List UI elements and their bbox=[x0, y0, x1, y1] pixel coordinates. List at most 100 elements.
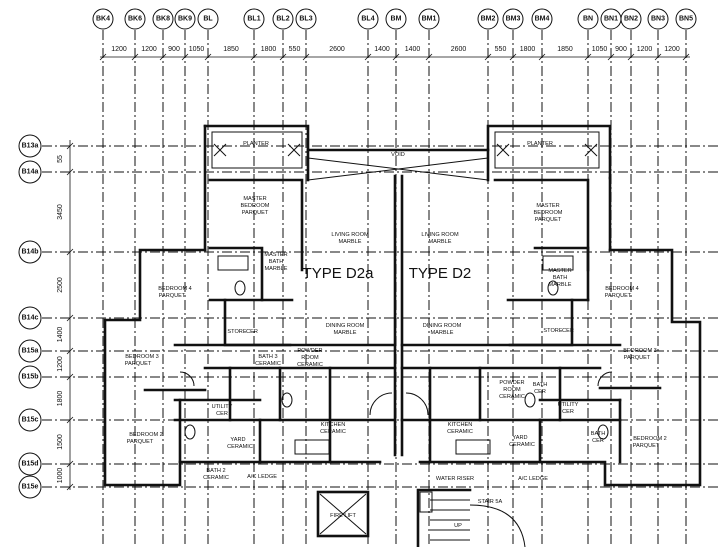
bedroom-4-label: BEDROOM 4 bbox=[158, 286, 192, 292]
column-dimension: 900 bbox=[615, 46, 627, 53]
column-dimension: 1050 bbox=[189, 46, 205, 53]
living-room-finish: MARBLE bbox=[338, 239, 361, 245]
grid-label-bn1: BN1 bbox=[604, 16, 618, 23]
yard-label: YARD bbox=[230, 437, 245, 443]
dining-room-finish-right: MARBLE bbox=[430, 330, 453, 336]
room-labels: PLANTER PLANTER VOID MASTER BEDROOM PARQ… bbox=[125, 141, 667, 529]
grid-bubble-bm bbox=[385, 8, 407, 30]
bedroom-2-finish-right: PARQUET bbox=[633, 443, 660, 449]
grid-label-b15d: B15d bbox=[21, 461, 38, 468]
grid-bubble-bl bbox=[197, 8, 219, 30]
master-bedroom-finish-right: PARQUET bbox=[535, 217, 562, 223]
master-bedroom-label-right: MASTER bbox=[536, 203, 559, 209]
kitchen-label-right: KITCHEN bbox=[448, 422, 473, 428]
column-dimension: 2600 bbox=[451, 46, 467, 53]
grid-label-bl1: BL1 bbox=[247, 16, 260, 23]
ac-ledge-label-right: A/C LEDGE bbox=[518, 476, 548, 482]
grid-label-bm3: BM3 bbox=[506, 16, 521, 23]
column-dimension: 1850 bbox=[223, 46, 239, 53]
walls bbox=[103, 124, 702, 547]
grid-label-b15a: B15a bbox=[22, 348, 39, 355]
column-dimension: 1800 bbox=[520, 46, 536, 53]
grid-label-b14c: B14c bbox=[22, 315, 39, 322]
master-bedroom-label: MASTER bbox=[243, 196, 266, 202]
bedroom-4-finish: PARQUET bbox=[159, 293, 186, 299]
stair-label: STAIR 5A bbox=[478, 499, 503, 505]
yard-finish-right: CERAMIC bbox=[509, 442, 535, 448]
grid-bubble-bm4 bbox=[531, 8, 553, 30]
void-label: VOID bbox=[391, 152, 405, 158]
grid-bubble-bm3 bbox=[502, 8, 524, 30]
grid-label-bm1: BM1 bbox=[422, 16, 437, 23]
store-finish-right: CER bbox=[562, 328, 574, 334]
grid-label-b15b: B15b bbox=[21, 374, 38, 381]
column-dimension: 900 bbox=[168, 46, 180, 53]
row-dimension: 3450 bbox=[57, 204, 64, 220]
bedroom-2-finish: PARQUET bbox=[127, 439, 154, 445]
utility-finish-right: CER bbox=[562, 409, 574, 415]
bath-2-finish-right: CER bbox=[592, 438, 604, 444]
bath-2-finish: CERAMIC bbox=[203, 475, 229, 481]
utility-finish: CER bbox=[216, 411, 228, 417]
grid-bubble-bn2 bbox=[620, 8, 642, 30]
dining-room-finish: MARBLE bbox=[333, 330, 356, 336]
store-label-right: STORE bbox=[543, 328, 562, 334]
column-dimension: 1400 bbox=[374, 46, 390, 53]
grid-bubble-b14c bbox=[18, 306, 42, 330]
bedroom-2-label-right: BEDROOM 2 bbox=[633, 436, 667, 442]
living-room-finish-right: MARBLE bbox=[428, 239, 451, 245]
stair-up-label: UP bbox=[454, 523, 462, 529]
row-dimension: 1400 bbox=[57, 327, 64, 343]
ac-ledge-label: A/C LEDGE bbox=[247, 474, 277, 480]
fire-lift-label: FIRE LIFT bbox=[330, 513, 356, 519]
unit-label-left: TYPE D2a bbox=[303, 265, 375, 282]
powder-room-label-2: ROOM bbox=[301, 355, 319, 361]
master-bath-label-right-2: BATH bbox=[553, 275, 568, 281]
grid-label-b15e: B15e bbox=[22, 484, 39, 491]
master-bedroom-finish: PARQUET bbox=[242, 210, 269, 216]
master-bath-label-right: MASTER bbox=[548, 268, 571, 274]
bedroom-3-label-right: BEDROOM 3 bbox=[623, 348, 657, 354]
column-dimension: 1050 bbox=[592, 46, 608, 53]
grid-bubble-bl1 bbox=[243, 8, 265, 30]
grid-label-b13a: B13a bbox=[22, 143, 39, 150]
column-dimension: 1200 bbox=[141, 46, 157, 53]
grid-bubble-bl2 bbox=[272, 8, 294, 30]
row-dimension: 1800 bbox=[57, 391, 64, 407]
grid-label-bm4: BM4 bbox=[535, 16, 550, 23]
grid-label-bk6: BK6 bbox=[128, 16, 142, 23]
living-room-label: LIVING ROOM bbox=[331, 232, 369, 238]
grid-bubble-bk4 bbox=[92, 8, 114, 30]
bath-2-label-right: BATH bbox=[591, 431, 606, 437]
planter-label: PLANTER bbox=[243, 141, 269, 147]
column-dimension: 1400 bbox=[405, 46, 421, 53]
column-dimension: 1200 bbox=[637, 46, 653, 53]
master-bath-finish: MARBLE bbox=[264, 266, 287, 272]
grid-label-bl3: BL3 bbox=[299, 16, 312, 23]
bath-3-label: BATH 3 bbox=[258, 354, 277, 360]
row-dimension: 1200 bbox=[57, 356, 64, 372]
master-bedroom-label-2: BEDROOM bbox=[241, 203, 270, 209]
yard-label-right: YARD bbox=[512, 435, 527, 441]
dining-room-label: DINING ROOM bbox=[326, 323, 365, 329]
water-riser-label: WATER RISER bbox=[436, 476, 474, 482]
bath-3-finish: CERAMIC bbox=[255, 361, 281, 367]
powder-room-label-right: POWDER bbox=[499, 380, 524, 386]
grid-lines bbox=[42, 30, 720, 547]
grid-bubble-b15e bbox=[18, 475, 42, 499]
grid-bubble-b13a bbox=[18, 134, 42, 158]
powder-room-label-right-2: ROOM bbox=[503, 387, 521, 393]
master-bath-finish-right: MARBLE bbox=[548, 282, 571, 288]
row-dimension: 55 bbox=[57, 155, 64, 163]
grid-bubble-b14a bbox=[18, 160, 42, 184]
powder-room-finish: CERAMIC bbox=[297, 362, 323, 368]
bedroom-3-finish: PARQUET bbox=[125, 361, 152, 367]
grid-bubble-bn5 bbox=[675, 8, 697, 30]
column-dimension: 550 bbox=[289, 46, 301, 53]
grid-label-bk8: BK8 bbox=[156, 16, 170, 23]
grid-label-bn5: BN5 bbox=[679, 16, 693, 23]
grid-label-bl: BL bbox=[203, 16, 213, 23]
grid-bubble-bl4 bbox=[357, 8, 379, 30]
